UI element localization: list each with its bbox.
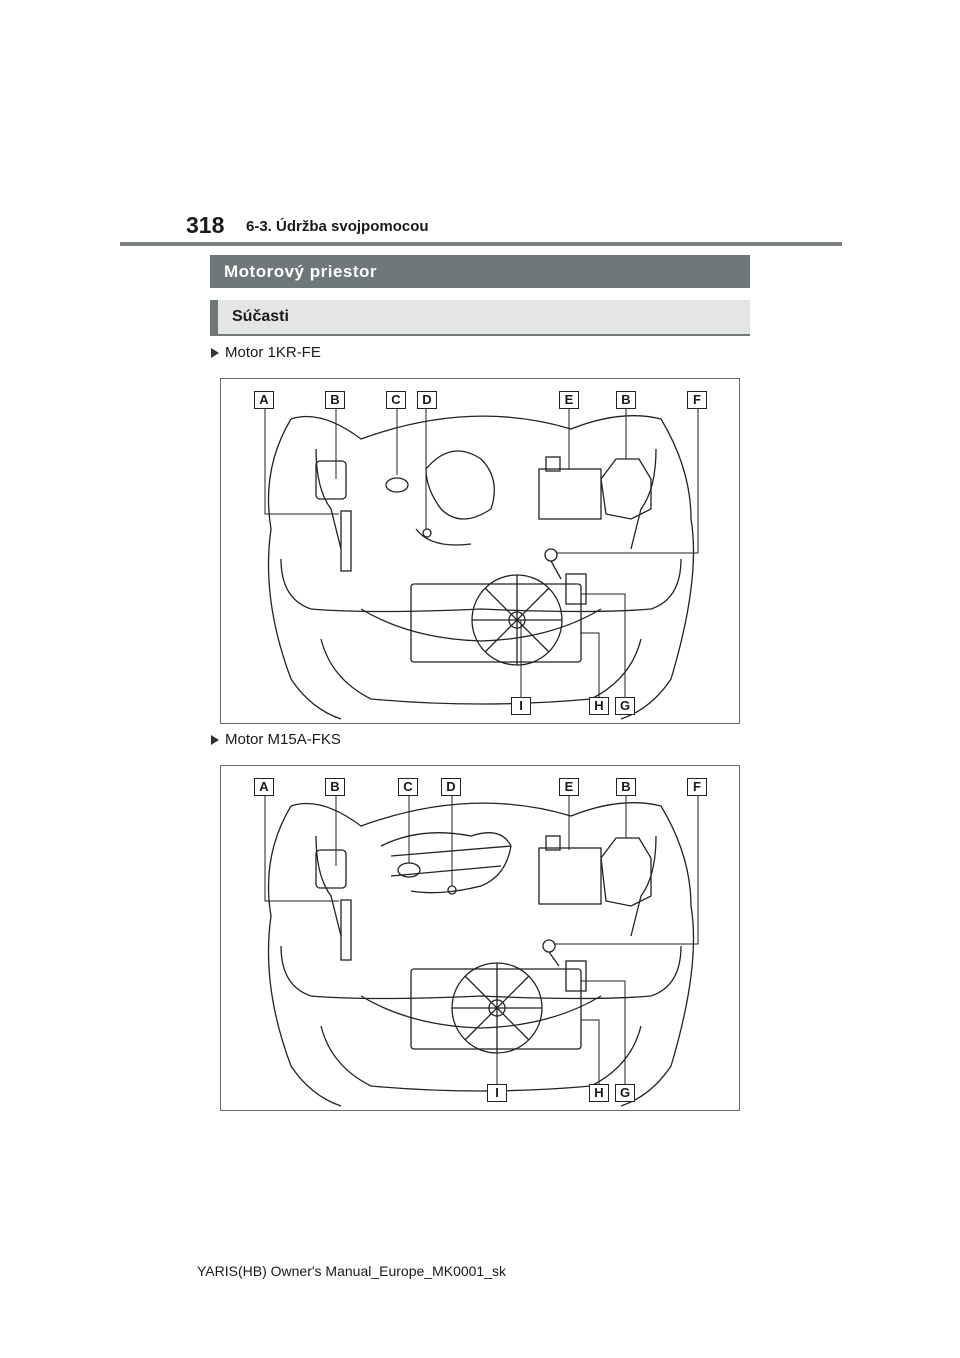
page-number: 318 (186, 212, 225, 238)
caption-text: Motor M15A-FKS (225, 731, 341, 748)
section-title: 6-3. Údržba svojpomocou (246, 218, 429, 235)
callout-label: F (687, 778, 707, 796)
callout-label: H (589, 697, 609, 715)
callout-label: B (325, 391, 345, 409)
engine-figure-1: A B C D E B F I H G (220, 378, 740, 724)
callout-label: B (616, 778, 636, 796)
engine-illustration (264, 795, 699, 1107)
callout-label: D (441, 778, 461, 796)
callout-label: B (325, 778, 345, 796)
callout-label: C (398, 778, 418, 796)
figure-caption-1: Motor 1KR-FE (211, 344, 321, 361)
callout-label: E (559, 778, 579, 796)
callout-label: D (417, 391, 437, 409)
callout-label: A (254, 778, 274, 796)
callout-label: A (254, 391, 274, 409)
subheading-bar: Súčasti (210, 300, 750, 336)
callout-label: G (615, 1084, 635, 1102)
figure-caption-2: Motor M15A-FKS (211, 731, 341, 748)
header-rule (120, 242, 842, 246)
callout-label: G (615, 697, 635, 715)
footer-text: YARIS(HB) Owner's Manual_Europe_MK0001_s… (197, 1263, 506, 1279)
callout-label: E (559, 391, 579, 409)
engine-figure-2: A B C D E B F I H G (220, 765, 740, 1111)
caption-text: Motor 1KR-FE (225, 344, 321, 361)
engine-illustration (264, 408, 699, 720)
callout-label: C (386, 391, 406, 409)
callout-label: I (487, 1084, 507, 1102)
callout-label: B (616, 391, 636, 409)
bullet-triangle-icon (211, 347, 219, 358)
heading-bar: Motorový priestor (210, 255, 750, 288)
callout-label: H (589, 1084, 609, 1102)
callout-label: I (511, 697, 531, 715)
callout-label: F (687, 391, 707, 409)
bullet-triangle-icon (211, 734, 219, 745)
